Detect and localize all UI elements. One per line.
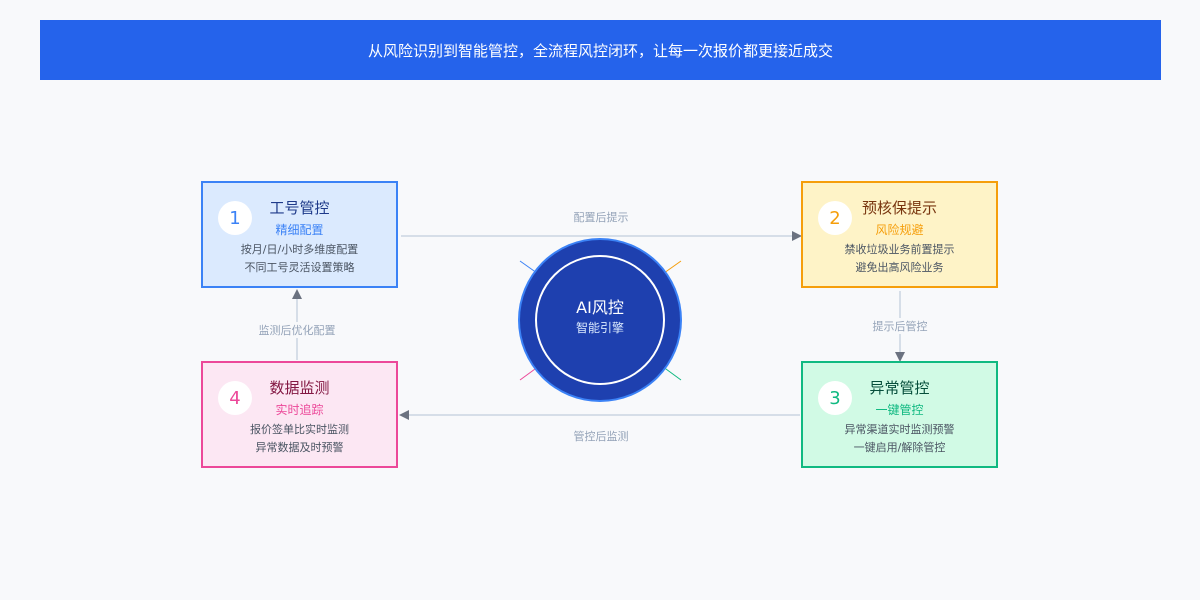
step-subtitle: 一键管控 bbox=[875, 403, 924, 417]
flow-label-1-2: 配置后提示 bbox=[570, 209, 632, 225]
step-number-badge: 4 bbox=[218, 381, 252, 415]
step-desc-line: 按月/日/小时多维度配置 bbox=[240, 243, 359, 256]
step-desc-line: 报价签单比实时监测 bbox=[250, 423, 349, 436]
step-desc-line: 不同工号灵活设置策略 bbox=[244, 261, 355, 274]
step-description: 按月/日/小时多维度配置 不同工号灵活设置策略 bbox=[203, 241, 396, 277]
banner-text: 从风险识别到智能管控，全流程风控闭环，让每一次报价都更接近成交 bbox=[367, 41, 833, 60]
step-title: 工号管控 bbox=[269, 199, 330, 217]
step-desc-line: 异常渠道实时监测预警 bbox=[844, 423, 955, 436]
step-card-1: 1 工号管控 精细配置 按月/日/小时多维度配置 不同工号灵活设置策略 bbox=[201, 181, 398, 288]
step-description: 禁收垃圾业务前置提示 避免出高风险业务 bbox=[803, 241, 996, 277]
step-title: 异常管控 bbox=[869, 379, 930, 397]
step-title: 预核保提示 bbox=[861, 199, 937, 217]
ai-risk-engine-hub: AI风控 智能引擎 bbox=[520, 240, 680, 400]
step-number-badge: 3 bbox=[818, 381, 852, 415]
step-desc-line: 避免出高风险业务 bbox=[855, 261, 944, 274]
step-description: 异常渠道实时监测预警 一键启用/解除管控 bbox=[803, 421, 996, 457]
flow-label-2-3: 提示后管控 bbox=[869, 318, 931, 334]
hub-title: AI风控 bbox=[576, 298, 624, 317]
step-subtitle: 精细配置 bbox=[275, 223, 324, 237]
step-description: 报价签单比实时监测 异常数据及时预警 bbox=[203, 421, 396, 457]
step-card-2: 2 预核保提示 风险规避 禁收垃圾业务前置提示 避免出高风险业务 bbox=[801, 181, 998, 288]
step-number-badge: 2 bbox=[818, 201, 852, 235]
step-subtitle: 风险规避 bbox=[875, 223, 924, 237]
step-card-3: 3 异常管控 一键管控 异常渠道实时监测预警 一键启用/解除管控 bbox=[801, 361, 998, 468]
step-desc-line: 禁收垃圾业务前置提示 bbox=[844, 243, 955, 256]
step-desc-line: 异常数据及时预警 bbox=[255, 441, 344, 454]
hub-subtitle: 智能引擎 bbox=[575, 321, 624, 335]
step-desc-line: 一键启用/解除管控 bbox=[853, 441, 946, 454]
hub-ring bbox=[535, 255, 665, 385]
step-card-4: 4 数据监测 实时追踪 报价签单比实时监测 异常数据及时预警 bbox=[201, 361, 398, 468]
header-banner: 从风险识别到智能管控，全流程风控闭环，让每一次报价都更接近成交 bbox=[40, 20, 1161, 80]
flow-label-3-4: 管控后监测 bbox=[570, 428, 632, 444]
step-number-badge: 1 bbox=[218, 201, 252, 235]
step-subtitle: 实时追踪 bbox=[275, 403, 324, 417]
step-title: 数据监测 bbox=[269, 379, 330, 397]
flow-label-4-1: 监测后优化配置 bbox=[255, 322, 339, 338]
